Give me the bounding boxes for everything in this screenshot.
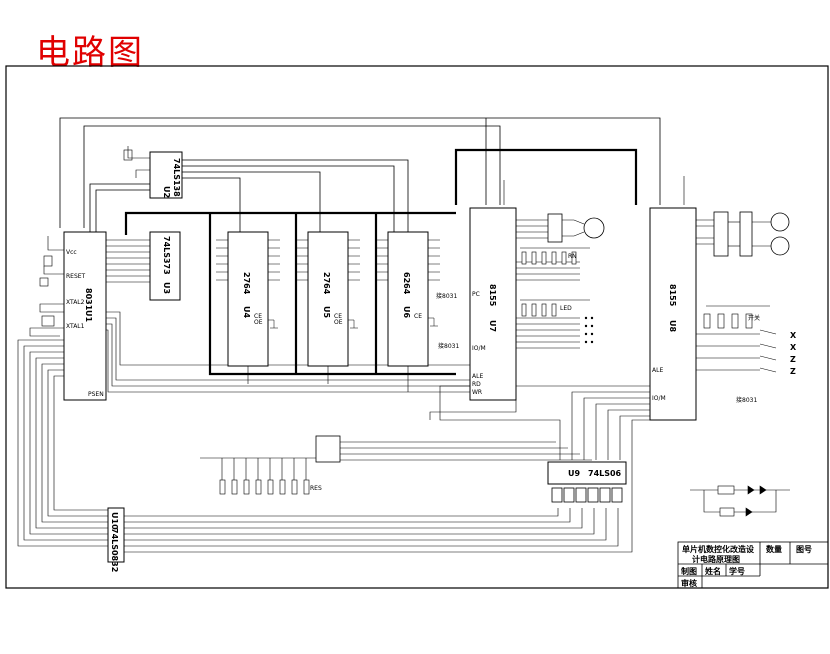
chip-u3-ref: U3 <box>162 282 171 294</box>
axis-label-1: X <box>790 331 797 340</box>
chip-u8: U8 8155 ALE IO/M 接8031 <box>649 207 757 421</box>
chip-u7-part: 8155 <box>488 284 497 307</box>
chip-u4-part: 2764 <box>242 272 251 295</box>
pin-u5-oe: OE <box>334 319 343 326</box>
chip-u2-part: 74LS138 <box>172 158 181 197</box>
chip-u3-part: 74LS373 <box>162 236 171 275</box>
connector-block <box>315 435 341 463</box>
chip-u1-part: 8031 <box>84 288 93 311</box>
title-id-label: 学号 <box>729 566 745 576</box>
u2-resistor <box>123 146 150 178</box>
chip-u1-ref: U1 <box>84 310 93 322</box>
pin-u7-rd: RD <box>472 381 481 388</box>
pin-psen: PSEN <box>88 391 104 398</box>
title-block <box>677 541 829 589</box>
pin-vcc: Vcc <box>66 249 77 256</box>
motor-u8-drivers <box>713 211 790 257</box>
label-switch: 开关 <box>748 314 760 322</box>
chip-u1: U1 8031 Vcc RESET XTAL2 XTAL1 PSEN <box>63 231 107 401</box>
u7-resistor-array-top <box>520 247 590 265</box>
chip-u6: U6 6264 CE <box>387 231 429 367</box>
axis-label-2: X <box>790 343 797 352</box>
title-check-label: 审核 <box>681 578 697 588</box>
chip-u5: U5 2764 CE OE <box>307 231 349 367</box>
pin-u8-ale: ALE <box>652 367 663 374</box>
axis-label-3: Z <box>790 355 796 364</box>
bottom-resistor-row <box>219 458 310 495</box>
chip-u7: U7 8155 PC IO/M ALE RD WR 接8031 接8031 <box>436 207 517 401</box>
chip-u9-ref: U9 <box>568 469 580 478</box>
chip-u4: U4 2764 CE OE <box>227 231 269 367</box>
page-title: 电路图 <box>36 33 144 73</box>
chip-u5-part: 2764 <box>322 272 331 295</box>
drawing-border <box>5 65 829 589</box>
title-line-1: 单片机数控化改造设 <box>682 544 754 554</box>
chip-u4-ref: U4 <box>242 306 251 318</box>
note-u7-io: 接8031 <box>438 342 459 350</box>
u8-limit-switches <box>703 313 777 373</box>
pin-u4-ce: CE <box>254 313 262 320</box>
note-u7-pc: 接8031 <box>436 292 457 300</box>
chip-u8-part: 8155 <box>668 284 677 307</box>
label-led: LED <box>560 305 572 312</box>
chip-u3: U3 74LS373 <box>149 231 181 301</box>
seven-seg-display <box>551 487 623 503</box>
u7-resistor-array-bottom <box>520 299 590 317</box>
pin-u7-pc: PC <box>472 291 480 298</box>
title-line-2: 计电路原理图 <box>692 554 740 564</box>
pin-u8-iom: IO/M <box>652 395 666 402</box>
chip-u2: U2 74LS138 <box>149 151 183 199</box>
chip-u10: U10 74LS0832 <box>107 507 125 572</box>
pin-u5-ce: CE <box>334 313 342 320</box>
chip-u9-part: 74LS06 <box>588 469 622 478</box>
diode-block <box>690 485 790 517</box>
u7-switches <box>584 316 594 344</box>
chip-u6-ref: U6 <box>402 306 411 318</box>
title-fig-label: 图号 <box>796 545 812 554</box>
pin-reset: RESET <box>66 273 86 280</box>
chip-u5-ref: U5 <box>322 306 331 318</box>
pin-xtal2: XTAL2 <box>66 299 85 306</box>
axis-label-4: Z <box>790 367 796 376</box>
chip-u8-ref: U8 <box>668 320 677 332</box>
pin-u6-ce: CE <box>414 313 422 320</box>
chip-u7-ref: U7 <box>488 320 497 332</box>
pin-xtal1: XTAL1 <box>66 323 85 330</box>
chip-u10-part: 74LS0832 <box>110 528 119 572</box>
bus-wiring <box>17 117 770 553</box>
title-name-label: 姓名 <box>704 566 721 576</box>
pin-u7-ale: ALE <box>472 373 483 380</box>
reset-crystal-circuit <box>29 236 64 337</box>
label-res-pack: RES <box>310 485 322 492</box>
motor-x-driver <box>547 213 605 243</box>
memory-pin-stubs <box>216 239 440 329</box>
pin-u7-iom: IO/M <box>472 345 486 352</box>
chip-u2-ref: U2 <box>162 186 171 198</box>
chip-u10-ref: U10 <box>110 512 119 530</box>
pin-u4-oe: OE <box>254 319 263 326</box>
note-u8-io: 接8031 <box>736 396 757 404</box>
pin-u7-wr: WR <box>472 389 482 396</box>
title-qty-label: 数量 <box>766 544 782 554</box>
title-drawn-label: 制图 <box>681 566 697 576</box>
label-res-net: RN <box>568 253 577 260</box>
chip-u6-part: 6264 <box>402 272 411 295</box>
chip-u9: U9 74LS06 <box>547 461 627 485</box>
